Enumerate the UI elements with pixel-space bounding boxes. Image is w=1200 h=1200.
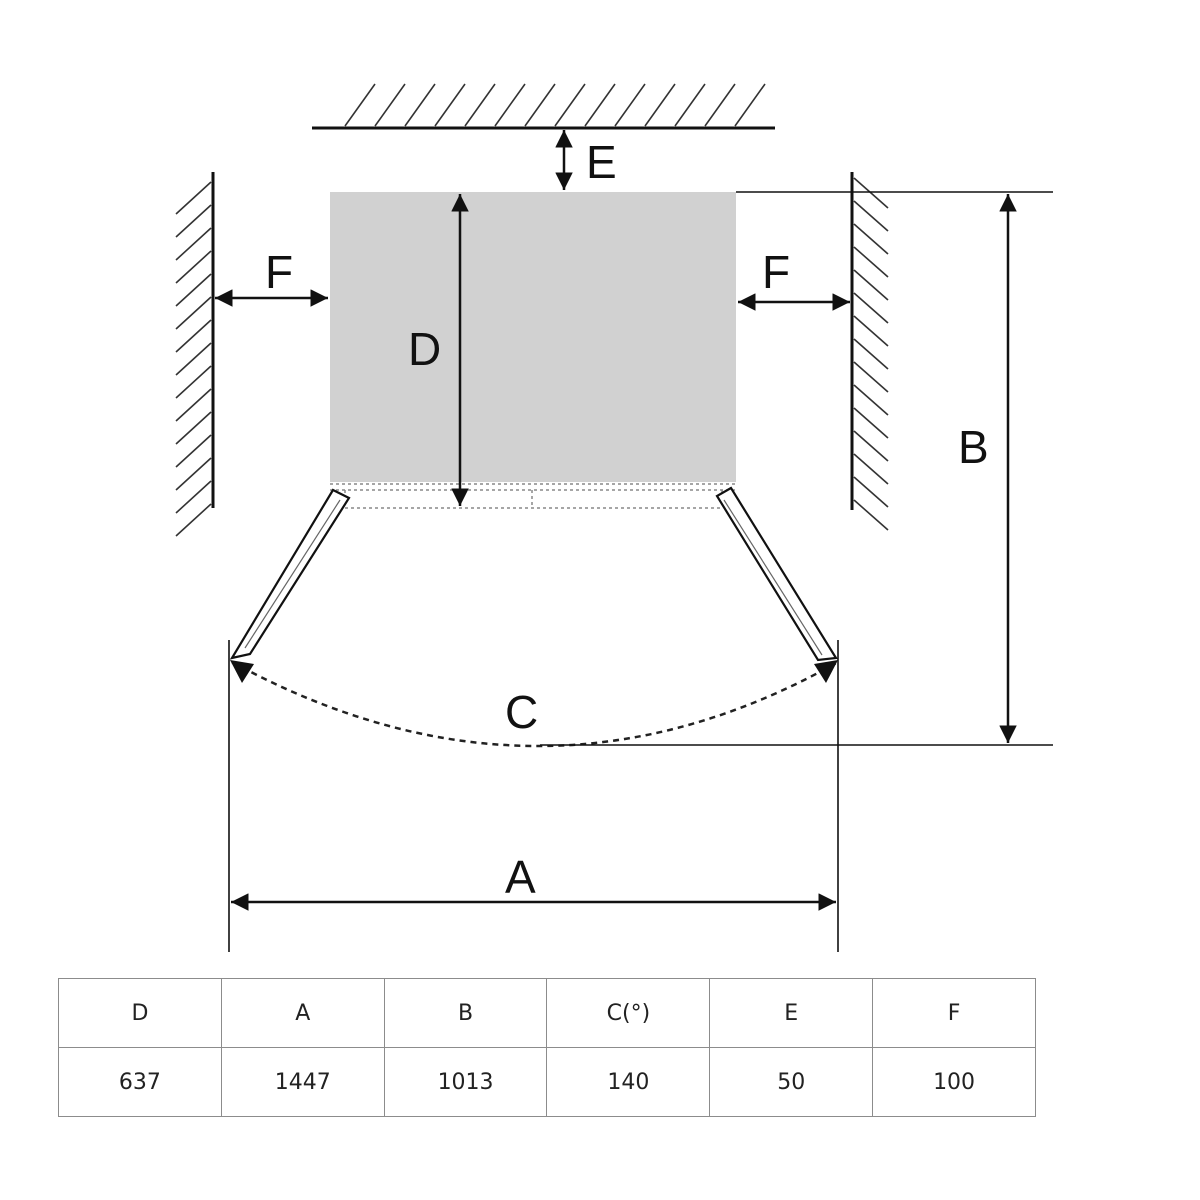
value-cell-a: 1447 [220,1047,385,1117]
label-f-right: F [762,246,790,298]
label-f-left: F [265,246,293,298]
table-value-row: 637 1447 1013 140 50 100 [58,1047,1036,1117]
table-header-row: D A B C(°) E F [58,978,1036,1048]
label-e: E [586,136,617,188]
header-cell-d: D [58,978,222,1048]
header-cell-f: F [872,978,1036,1048]
value-cell-c: 140 [546,1047,711,1117]
installation-clearance-diagram: E D F F B C A [175,83,1053,952]
header-cell-b: B [383,978,548,1048]
label-b: B [958,421,989,473]
label-a: A [505,851,536,903]
left-open-door [229,488,351,660]
right-side-wall [850,172,889,531]
value-cell-d: 637 [58,1047,222,1117]
value-cell-e: 50 [709,1047,874,1117]
label-d: D [408,323,441,375]
value-cell-f: 100 [872,1047,1036,1117]
swing-arrow-right [814,660,838,683]
dimensions-table: D A B C(°) E F 637 1447 1013 140 50 100 [58,978,1036,1117]
header-cell-c: C(°) [546,978,711,1048]
swing-arrow-left [230,660,254,683]
fridge-cabinet [330,192,736,482]
value-cell-b: 1013 [383,1047,548,1117]
extension-lines [228,191,1053,952]
right-open-door [715,486,838,662]
door-swing-arc [231,660,839,748]
label-c: C [505,686,538,738]
header-cell-e: E [709,978,874,1048]
header-cell-a: A [220,978,385,1048]
left-side-wall [175,172,215,537]
door-hinge-line [330,483,736,509]
rear-wall [312,83,775,130]
